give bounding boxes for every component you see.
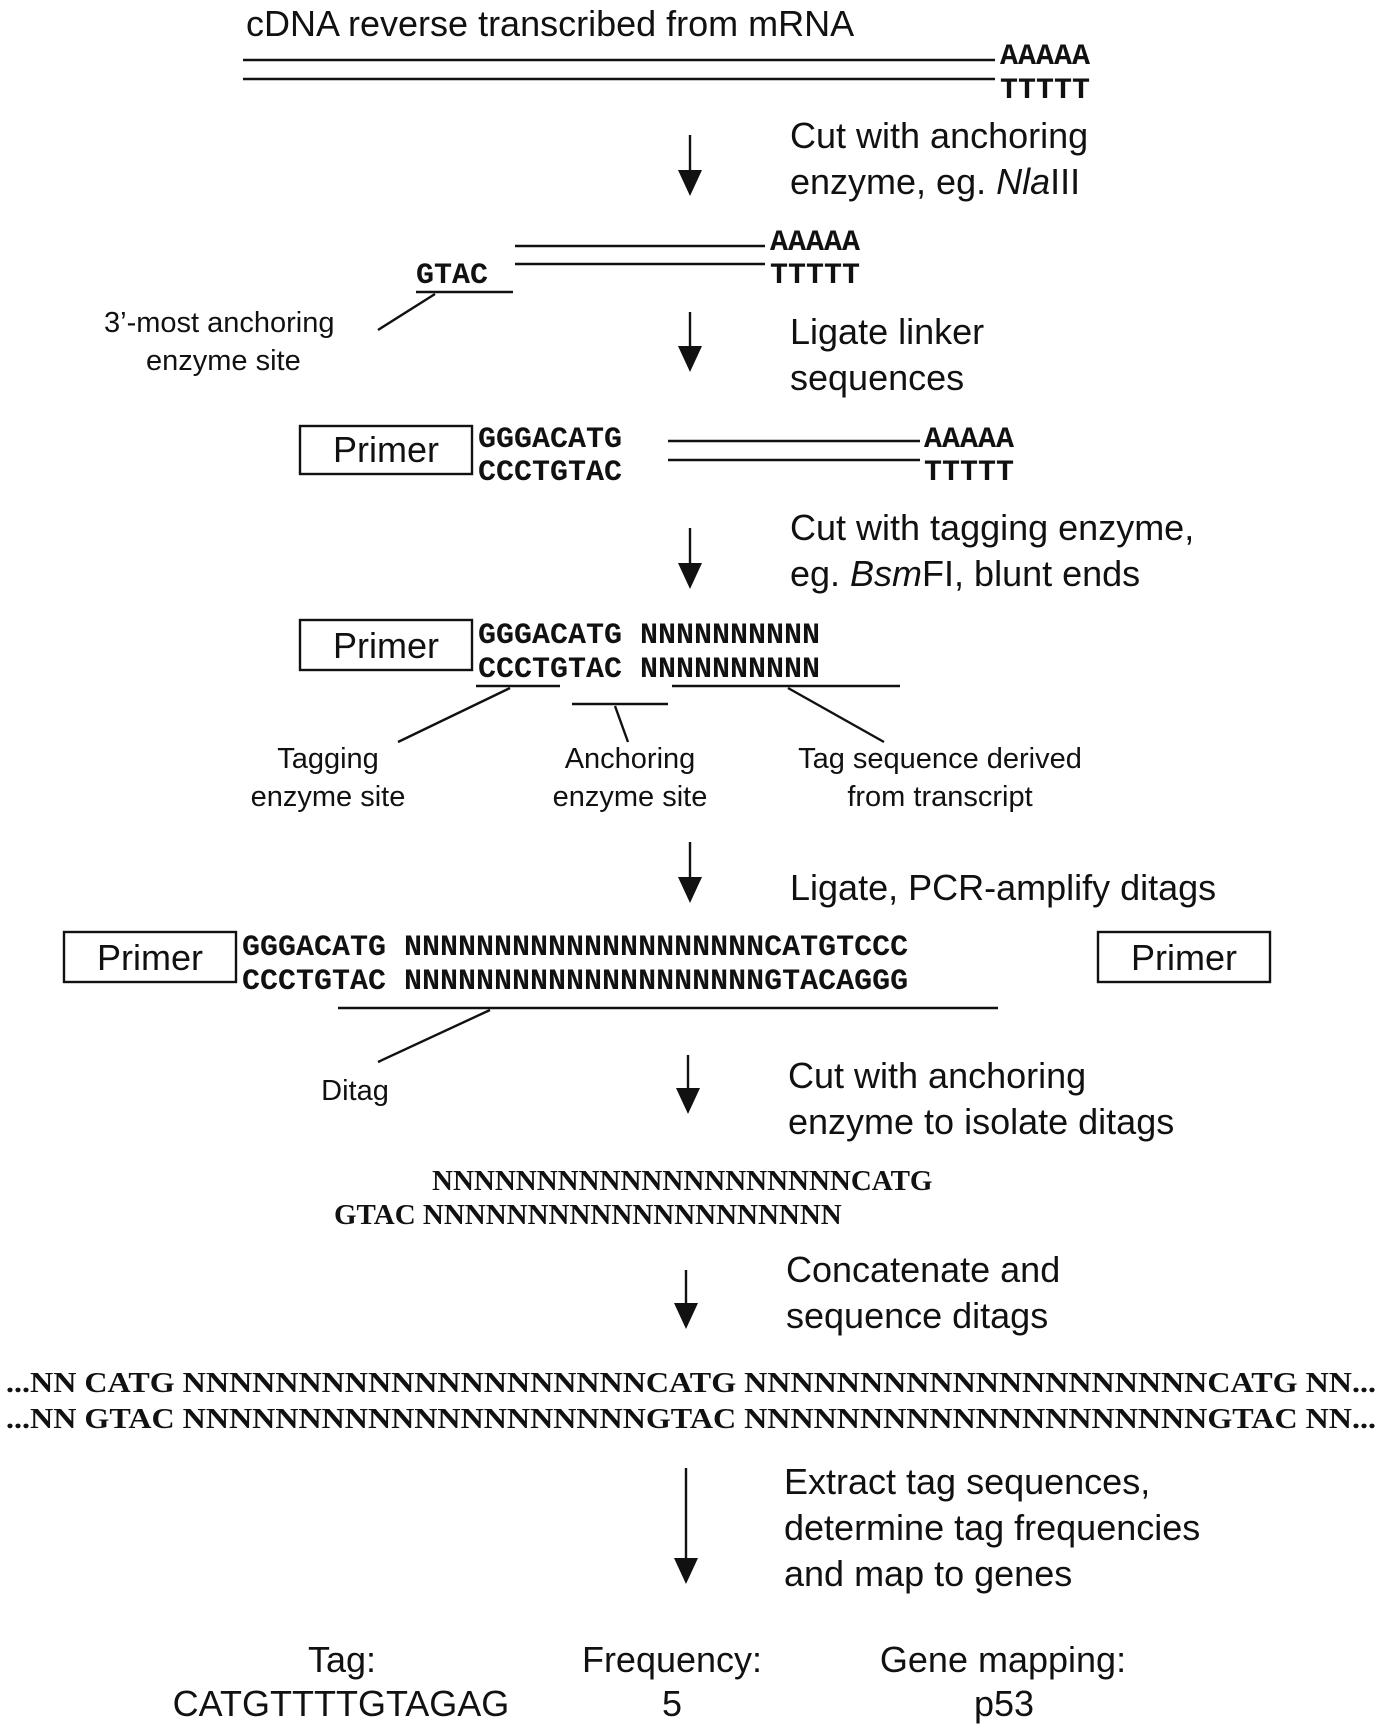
fragment1-site-label-2: enzyme site xyxy=(146,345,301,377)
fragment4-ditag-leader xyxy=(377,1008,491,1064)
step2-line1: Ligate linker xyxy=(790,311,984,352)
fragment1-polyA: AAAAA xyxy=(770,226,860,260)
fragment4-primer-left-box xyxy=(62,930,238,984)
result-tag-value: CATGTTTTGTAGAG xyxy=(173,1683,510,1724)
fragment3-anchoring-leader xyxy=(613,705,630,743)
fragment2-polyT: TTTTT xyxy=(924,456,1014,490)
fragment4-bottom-seq: CCCTGTAC NNNNNNNNNNNNNNNNNNNNGTACAGGG xyxy=(242,965,908,999)
step7-text: Extract tag sequences, determine tag fre… xyxy=(784,1461,1200,1594)
step3-line2: eg. BsmFI, blunt ends xyxy=(790,553,1140,594)
fragment1-site-label-1: 3’-most anchoring xyxy=(104,307,335,339)
step7-arrow xyxy=(674,1468,698,1584)
fragment3-top-seq: GGGACATG NNNNNNNNNN xyxy=(478,619,820,653)
fragment2-primer-box xyxy=(298,424,474,476)
step3-arrow xyxy=(678,528,702,589)
step6-line2: sequence ditags xyxy=(786,1295,1048,1336)
step6-line1: Concatenate and xyxy=(786,1249,1060,1290)
fragment4-ditag-label: Ditag xyxy=(321,1075,389,1107)
concatemer-bottom-seq: ...NN GTAC NNNNNNNNNNNNNNNNNNNNGTAC NNNN… xyxy=(6,1403,1376,1435)
step2-text: Ligate linker sequences xyxy=(790,311,984,398)
fragment2-primer-label: Primer xyxy=(333,429,439,470)
fragment5-top-seq: NNNNNNNNNNNNNNNNNNNNCATG xyxy=(432,1165,933,1197)
cdna-polyT: TTTTT xyxy=(1000,74,1090,108)
fragment1: AAAAA TTTTT GTAC 3’-most anchoring enzym… xyxy=(104,226,860,377)
step2-arrow xyxy=(678,312,702,372)
step5-arrow xyxy=(676,1055,700,1114)
step7-line1: Extract tag sequences, xyxy=(784,1461,1150,1502)
result-table: Tag: Frequency: Gene mapping: CATGTTTTGT… xyxy=(173,1639,1126,1724)
step3-line1: Cut with tagging enzyme, xyxy=(790,507,1194,548)
fragment3-tagging-label-2: enzyme site xyxy=(251,781,406,813)
fragment3-tagging-label-1: Tagging xyxy=(277,743,379,775)
fragment3-tag-label-2: from transcript xyxy=(847,781,1032,813)
step1-line1: Cut with anchoring xyxy=(790,115,1088,156)
step7-line2: determine tag frequencies xyxy=(784,1507,1200,1548)
result-gene-header: Gene mapping: xyxy=(880,1639,1126,1680)
fragment1-polyT: TTTTT xyxy=(770,259,860,293)
step5-line2: enzyme to isolate ditags xyxy=(788,1101,1174,1142)
result-frequency-header: Frequency: xyxy=(582,1639,762,1680)
step2-line2: sequences xyxy=(790,357,964,398)
step4-arrow xyxy=(678,842,702,903)
cdna-polyA: AAAAA xyxy=(1000,40,1090,74)
fragment4-primer-left-label: Primer xyxy=(97,937,203,978)
fragment5-bottom-seq: GTAC NNNNNNNNNNNNNNNNNNNN xyxy=(334,1199,842,1231)
fragment3-anchoring-label-2: enzyme site xyxy=(553,781,708,813)
fragment4-primer-right-box xyxy=(1096,930,1272,984)
step1-line2: enzyme, eg. NlaIII xyxy=(790,161,1080,202)
step1-arrow xyxy=(678,135,702,196)
step3-text: Cut with tagging enzyme, eg. BsmFI, blun… xyxy=(790,507,1194,594)
step5-line1: Cut with anchoring xyxy=(788,1055,1086,1096)
cdna-section: cDNA reverse transcribed from mRNA AAAAA… xyxy=(243,3,1090,108)
fragment2-polyA: AAAAA xyxy=(924,423,1014,457)
result-tag-header: Tag: xyxy=(308,1639,376,1680)
fragment3-tag-label-1: Tag sequence derived xyxy=(798,743,1082,775)
fragment3-anchoring-label-1: Anchoring xyxy=(565,743,696,775)
fragment3: Primer GGGACATG NNNNNNNNNN CCCTGTAC NNNN… xyxy=(251,618,1082,813)
result-gene-value: p53 xyxy=(974,1683,1034,1724)
concatemer-top-seq: ...NN CATG NNNNNNNNNNNNNNNNNNNNCATG NNNN… xyxy=(6,1367,1376,1399)
fragment4: Primer GGGACATG NNNNNNNNNNNNNNNNNNNNCATG… xyxy=(62,930,1272,1107)
step6-text: Concatenate and sequence ditags xyxy=(786,1249,1060,1336)
fragment3-primer-box xyxy=(298,618,474,672)
cdna-title: cDNA reverse transcribed from mRNA xyxy=(246,3,854,44)
fragment3-primer-label: Primer xyxy=(333,625,439,666)
step1-text: Cut with anchoring enzyme, eg. NlaIII xyxy=(790,115,1088,202)
fragment5: NNNNNNNNNNNNNNNNNNNNCATG GTAC NNNNNNNNNN… xyxy=(334,1165,933,1231)
fragment2-top-seq: GGGACATG xyxy=(478,423,622,457)
fragment3-tagging-leader xyxy=(397,686,511,744)
fragment1-gtac: GTAC xyxy=(416,259,488,293)
fragment1-site-leader xyxy=(377,292,436,332)
fragment4-top-seq: GGGACATG NNNNNNNNNNNNNNNNNNNNCATGTCCC xyxy=(242,931,908,965)
concatemer: ...NN CATG NNNNNNNNNNNNNNNNNNNNCATG NNNN… xyxy=(6,1367,1376,1435)
step4-line1: Ligate, PCR-amplify ditags xyxy=(790,867,1216,908)
fragment4-primer-right-label: Primer xyxy=(1131,937,1237,978)
fragment2: Primer GGGACATG CCCTGTAC AAAAA TTTTT xyxy=(298,423,1014,490)
result-frequency-value: 5 xyxy=(662,1683,682,1724)
fragment2-bottom-seq: CCCTGTAC xyxy=(478,456,622,490)
fragment3-tag-leader xyxy=(787,686,885,744)
step5-text: Cut with anchoring enzyme to isolate dit… xyxy=(788,1055,1174,1142)
step7-line3: and map to genes xyxy=(784,1553,1072,1594)
step6-arrow xyxy=(674,1270,698,1329)
fragment3-bottom-seq: CCCTGTAC NNNNNNNNNN xyxy=(478,653,820,687)
